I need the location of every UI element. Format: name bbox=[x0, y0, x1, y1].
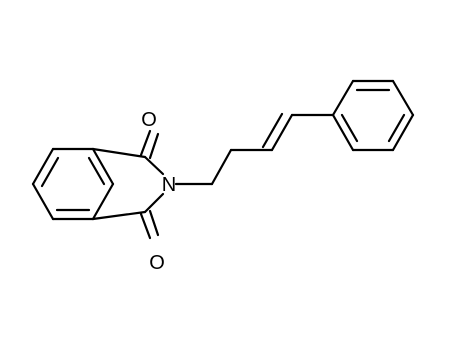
bond-alkene-2 bbox=[261, 112, 284, 149]
bond-upper-carbonyl-2 bbox=[148, 132, 160, 160]
bond-benzo-4 bbox=[91, 182, 115, 221]
bond-benzo-1 bbox=[31, 147, 55, 186]
bond-upper-carbonyl-1 bbox=[139, 129, 152, 157]
bond-alkene-1 bbox=[270, 113, 294, 152]
bond-phenyl-1 bbox=[331, 79, 355, 117]
butenyl-chain bbox=[174, 112, 335, 186]
bond-lower-carbonyl-1 bbox=[139, 212, 152, 240]
bond-phenyl-6 bbox=[331, 113, 355, 152]
bond-benzo-3 bbox=[91, 147, 115, 186]
atom-label-upper-oxygen: O bbox=[141, 109, 157, 131]
benzo-ring bbox=[31, 147, 115, 221]
bond-lower-carbonyl-carbon-ring bbox=[91, 210, 147, 221]
bond-phenyl-6-inner bbox=[340, 113, 359, 143]
bond-phenyl-3 bbox=[391, 79, 415, 117]
bond-benzo-6 bbox=[31, 182, 55, 221]
carbonyl-bonds bbox=[139, 129, 160, 240]
bond-benzo-3-inner bbox=[87, 156, 106, 186]
atom-label-nitrogen: N bbox=[162, 174, 176, 196]
bond-upper-carbonyl-carbon-nitrogen bbox=[143, 155, 165, 176]
bond-benzo-1-inner bbox=[40, 156, 60, 188]
atom-labels: O N O bbox=[141, 109, 176, 274]
bond-nitrogen-lower-carbonyl-carbon bbox=[143, 192, 165, 214]
bond-ch2-ch2 bbox=[210, 148, 233, 186]
bond-phenyl-4-inner bbox=[387, 113, 406, 143]
bond-lower-carbonyl-2 bbox=[148, 209, 160, 237]
atom-label-lower-oxygen: O bbox=[149, 252, 165, 274]
phenyl-ring bbox=[331, 79, 415, 152]
bond-ring-upper-carbonyl-carbon bbox=[91, 147, 147, 159]
imide-ring bbox=[91, 147, 165, 221]
bond-phenyl-4 bbox=[391, 113, 415, 152]
